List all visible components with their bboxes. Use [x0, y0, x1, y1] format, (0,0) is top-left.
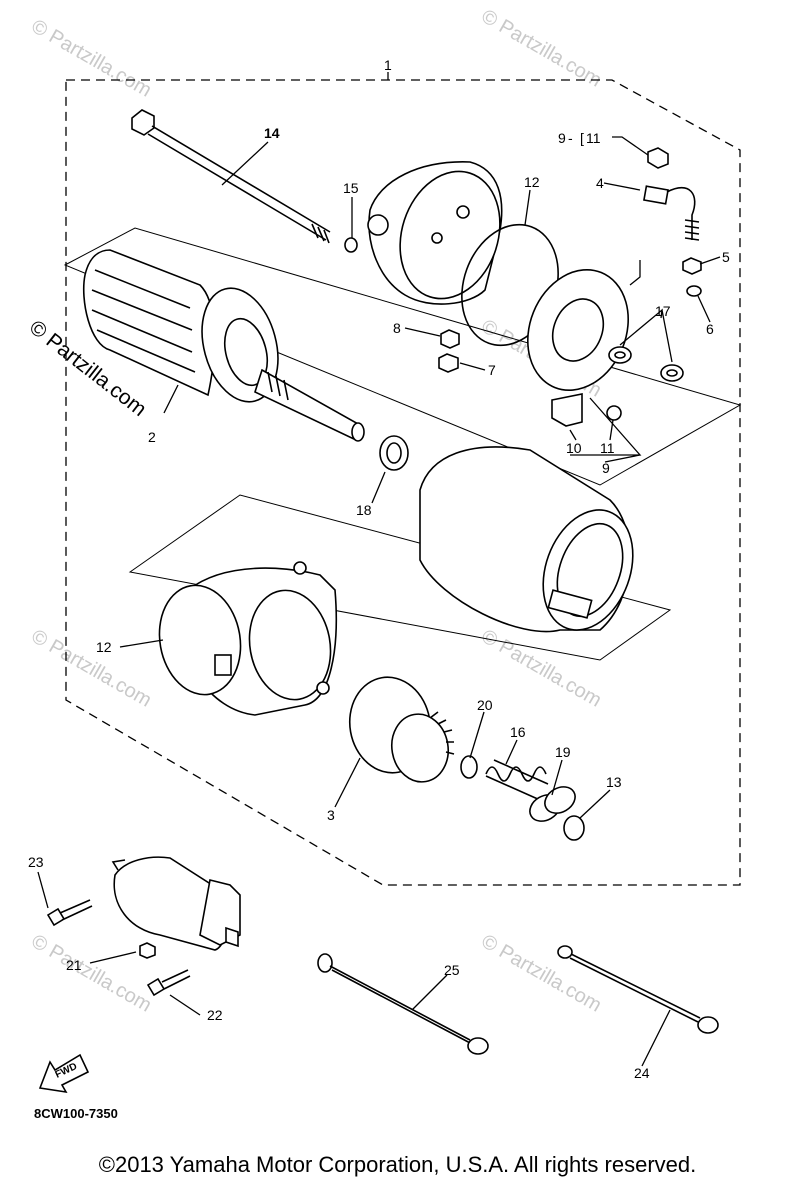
callout-9-bottom: 9 — [602, 460, 610, 476]
stopper-part — [529, 786, 576, 822]
callout-3: 3 — [327, 807, 335, 823]
callout-1: 1 — [384, 57, 392, 73]
bolt-part — [146, 969, 191, 997]
callout-6: 6 — [706, 321, 714, 337]
copyright-notice: ©2013 Yamaha Motor Corporation, U.S.A. A… — [98, 1152, 697, 1177]
callout-9-top: 9 — [558, 130, 566, 146]
brush-spring-part — [606, 405, 622, 421]
o-ring-part — [344, 237, 358, 253]
watermark-text: © Partzilla.com — [478, 625, 606, 711]
brush-part — [551, 393, 583, 427]
callout-2: 2 — [148, 429, 156, 445]
watermark-text: © Partzilla.com — [28, 625, 156, 711]
brush-plate-part — [526, 268, 630, 392]
callout-21: 21 — [66, 957, 82, 973]
callout-13: 13 — [606, 774, 622, 790]
callout-16: 16 — [510, 724, 526, 740]
callout-4: 4 — [596, 175, 604, 191]
callout-labels: 1 14 15 12 9 - [ 11 4 5 6 17 8 7 2 18 10… — [28, 57, 730, 1121]
svg-text:[: [ — [580, 130, 584, 146]
callout-5: 5 — [722, 249, 730, 265]
bolt-part — [46, 899, 93, 927]
housing-plane — [128, 494, 672, 661]
callout-24: 24 — [634, 1065, 650, 1081]
fwd-arrow-icon: FWD — [38, 1053, 90, 1094]
armature-part — [82, 249, 365, 442]
watermark-text: © Partzilla.com — [478, 930, 606, 1016]
rear-cover-part — [367, 161, 503, 305]
yoke-part — [419, 446, 634, 633]
callout-12-top: 12 — [524, 174, 540, 190]
long-bolt-part — [131, 109, 331, 244]
callout-17: 17 — [655, 303, 671, 319]
nut-part — [139, 942, 156, 959]
spring-part — [485, 759, 549, 801]
watermark-text: © Partzilla.com — [28, 930, 156, 1016]
callout-22: 22 — [207, 1007, 223, 1023]
callout-7: 7 — [488, 362, 496, 378]
front-cover-part — [158, 561, 338, 716]
nut-part — [440, 329, 460, 349]
drawing-code: 8CW100-7350 — [34, 1106, 118, 1121]
nut-part — [682, 257, 702, 275]
assembly-boundary — [65, 79, 741, 886]
callout-20: 20 — [477, 697, 493, 713]
circlip-part — [563, 815, 585, 841]
starter-motor-complete-part — [111, 856, 241, 951]
washer-part — [686, 285, 702, 297]
brush-lead-part — [643, 185, 700, 241]
callout-18: 18 — [356, 502, 372, 518]
screw-part — [647, 147, 669, 169]
callout-11-bottom: 11 — [600, 440, 615, 456]
svg-text:-: - — [568, 130, 573, 146]
leader-lines — [37, 72, 721, 1067]
watermark-text: © Partzilla.com — [478, 5, 606, 91]
callout-10: 10 — [566, 440, 582, 456]
watermark-text: © Partzilla.com — [28, 15, 156, 101]
pinion-clutch-part — [348, 676, 455, 783]
callout-25: 25 — [444, 962, 460, 978]
callout-12-left: 12 — [96, 639, 112, 655]
callout-14: 14 — [264, 125, 280, 141]
callout-19: 19 — [555, 744, 571, 760]
circlip-part — [460, 755, 478, 779]
armature-plane — [63, 227, 742, 486]
lead-wire-part — [317, 953, 489, 1055]
nut-part — [438, 353, 459, 373]
callout-8: 8 — [393, 320, 401, 336]
callout-15: 15 — [343, 180, 359, 196]
lead-wire-part — [557, 945, 719, 1034]
callout-23: 23 — [28, 854, 44, 870]
callout-11-top: 11 — [586, 130, 601, 146]
